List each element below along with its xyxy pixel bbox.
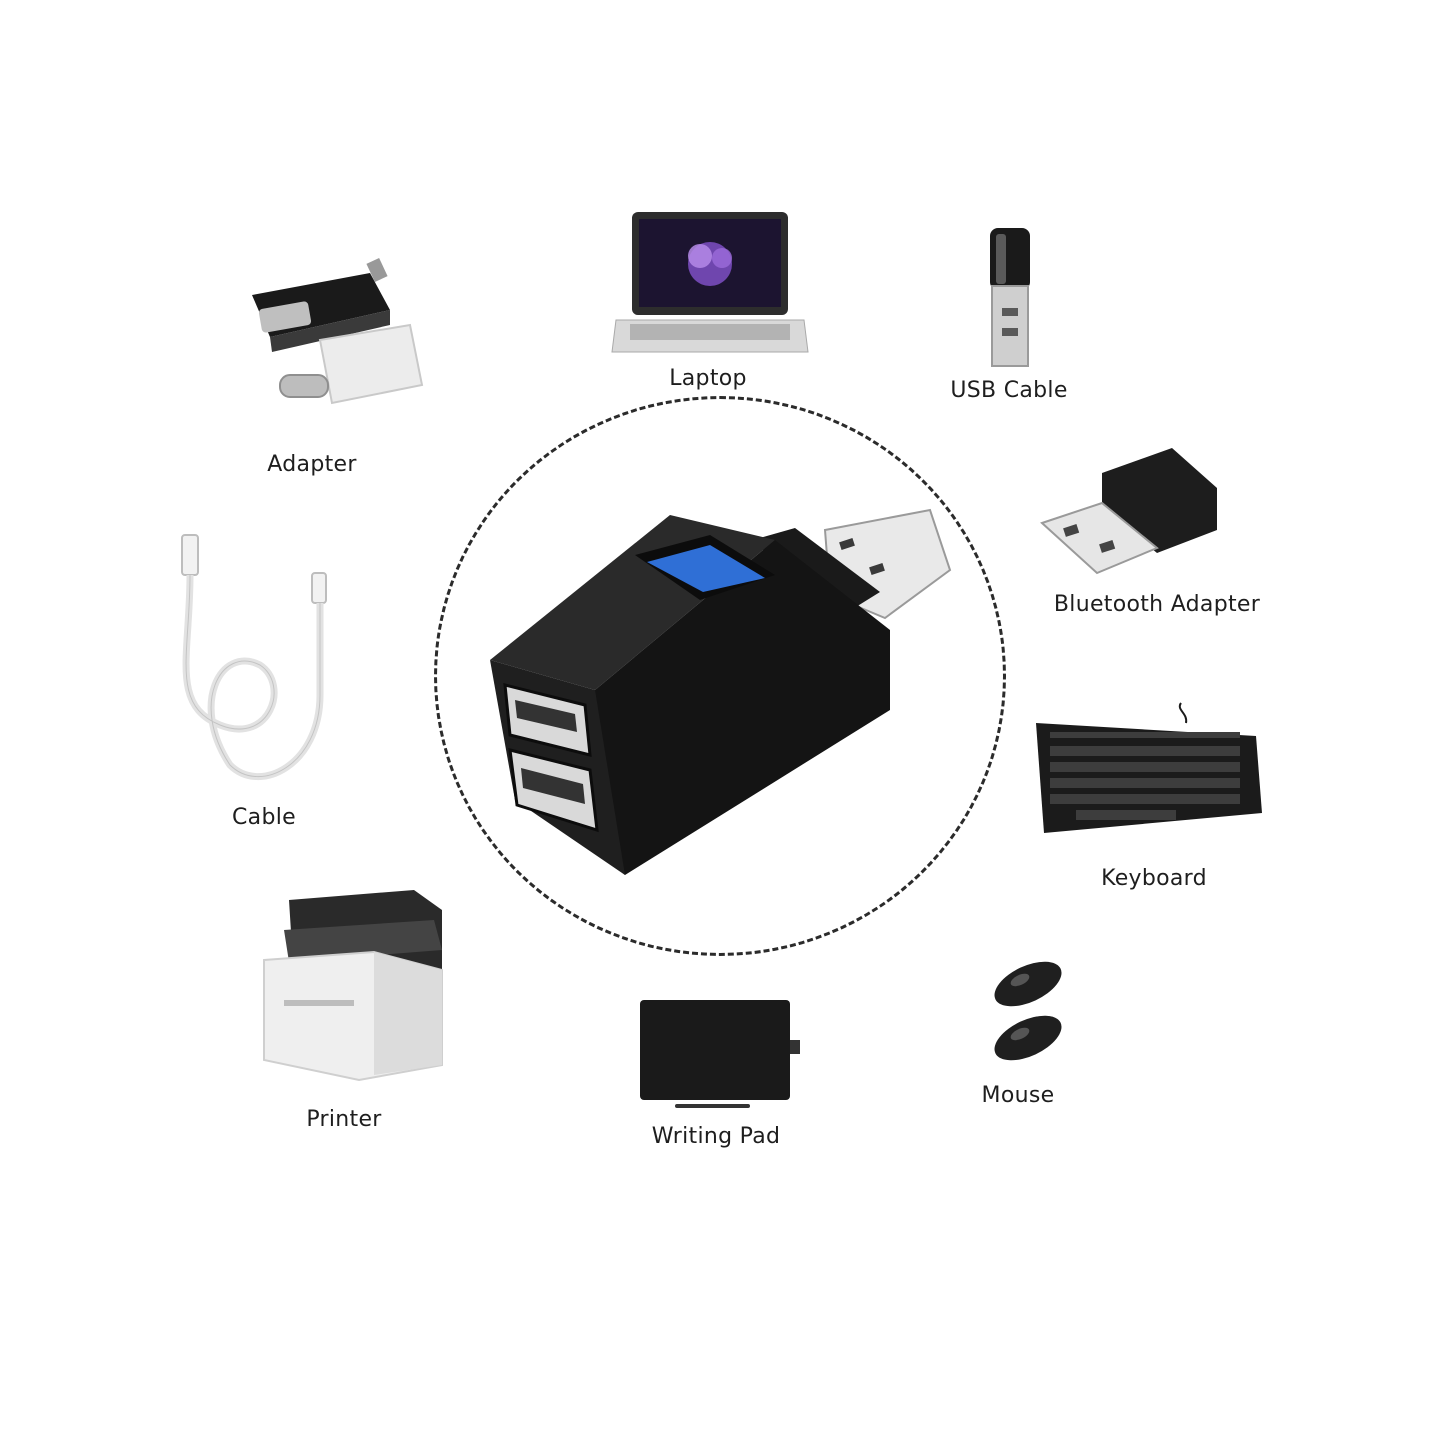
bluetooth-adapter-label: Bluetooth Adapter [1053,592,1261,617]
mouse-icon [994,961,1062,1061]
laptop-label: Laptop [669,366,747,391]
adapter-label: Adapter [267,452,357,477]
writing-pad-icon [640,1000,800,1108]
writing-pad-label: Writing Pad [651,1124,781,1149]
adapter-icon [252,257,424,405]
keyboard-icon [1036,702,1262,833]
cable-label: Cable [232,805,296,830]
printer-label: Printer [306,1107,382,1132]
usb-hub-icon [490,508,952,875]
keyboard-label: Keyboard [1101,866,1207,891]
usb-cable-label: USB Cable [950,378,1068,403]
mouse-label: Mouse [981,1083,1055,1108]
cable-icon [181,534,327,780]
usb-cable-icon [990,228,1030,367]
laptop-icon [611,212,809,353]
dashed-ring [434,396,1006,956]
bluetooth-adapter-icon [1040,448,1217,575]
printer-icon [263,890,443,1082]
